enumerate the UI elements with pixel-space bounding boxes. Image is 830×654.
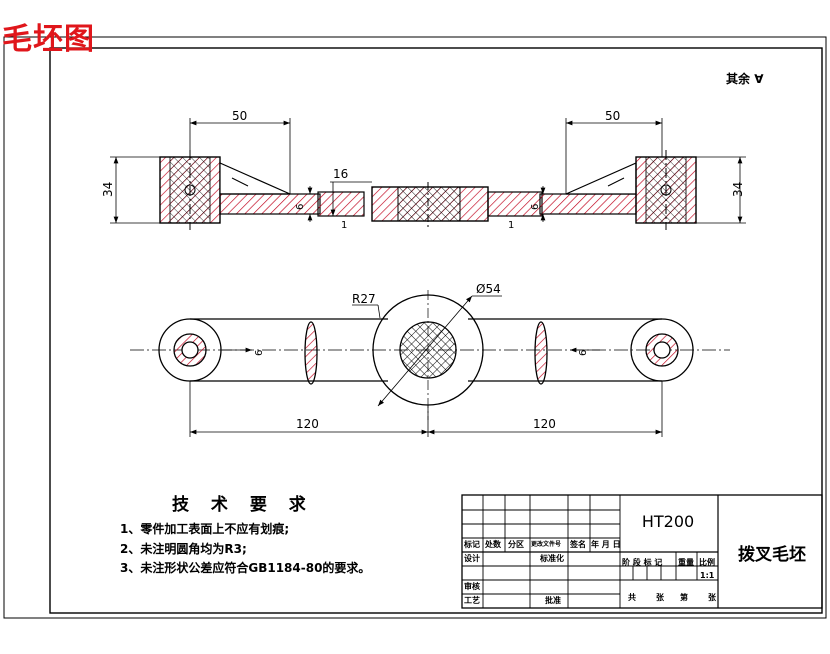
roughness-symbol-icon: ∀ <box>754 72 764 86</box>
tech-requirements-heading: 技 术 要 求 <box>172 495 314 515</box>
dimension-labels: 50 50 34 34 16 6 6 1 1 R27 Ø54 6 6 120 1… <box>101 109 745 431</box>
dim-span-left: 120 <box>296 417 319 431</box>
tb-signature: 签名 <box>570 540 586 549</box>
material-label: HT200 <box>641 512 695 531</box>
section-view <box>159 150 697 230</box>
tb-date: 年 月 日 <box>591 540 621 549</box>
roughness-note-text: 其余 <box>726 72 751 86</box>
right-web-section <box>539 193 637 215</box>
dim-bore-diameter: Ø54 <box>476 282 501 296</box>
tb-stage-mark: 阶 段 标 记 <box>622 558 663 567</box>
tb-zone: 分区 <box>508 540 524 549</box>
section-dimensions <box>110 118 746 224</box>
dim-left-width: 50 <box>232 109 247 123</box>
dim-hub-thickness: 16 <box>333 167 348 181</box>
tb-change-doc: 更改文件号 <box>531 541 562 548</box>
tb-approve: 批准 <box>545 596 561 605</box>
dim-left-height: 34 <box>101 182 115 197</box>
tb-count: 处数 <box>485 540 501 549</box>
dim-gap-right: 1 <box>508 220 514 231</box>
tb-ratio: 比例 <box>699 558 715 567</box>
tb-total: 共 <box>628 593 636 602</box>
tb-process: 工艺 <box>464 596 480 605</box>
sheet-inner-border <box>49 47 823 614</box>
plan-dimensions <box>189 295 663 437</box>
tb-weight: 重量 <box>678 558 694 567</box>
roughness-note: 其余 ∀ <box>726 70 764 87</box>
dim-span-right: 120 <box>533 417 556 431</box>
part-name: 拨叉毛坯 <box>738 545 806 565</box>
tb-design: 设计 <box>464 554 480 563</box>
plan-view <box>130 290 730 420</box>
drawing-type-stamp: 毛坯图 <box>2 22 95 57</box>
right-rib <box>565 162 637 195</box>
tb-mark: 标记 <box>464 540 480 549</box>
title-block <box>461 494 823 609</box>
dim-web-left: 6 <box>295 204 306 210</box>
dim-right-width: 50 <box>605 109 620 123</box>
dim-rib-right: 6 <box>578 350 589 356</box>
dim-rib-left: 6 <box>254 350 265 356</box>
tb-nth: 第 <box>680 593 688 602</box>
dim-web-right: 6 <box>530 204 541 210</box>
dim-right-height: 34 <box>731 182 745 197</box>
tb-review: 审核 <box>464 582 480 591</box>
left-rib-section <box>304 321 318 385</box>
right-rib-section <box>534 321 548 385</box>
tb-sheets: 张 <box>656 593 664 602</box>
tb-scale-value: 1:1 <box>700 571 715 580</box>
tech-requirement-item: 1、零件加工表面上不应有划痕; <box>120 522 290 536</box>
center-hub-section <box>317 191 365 217</box>
tb-sheet: 张 <box>708 593 716 602</box>
tech-requirement-item: 3、未注形状公差应符合GB1184-80的要求。 <box>120 561 371 575</box>
sheet-outer-border <box>3 36 827 619</box>
left-rib <box>219 162 291 195</box>
dim-gap-left: 1 <box>341 220 347 231</box>
tb-standardize: 标准化 <box>540 554 564 563</box>
dim-hub-radius: R27 <box>352 292 376 306</box>
tech-requirement-item: 2、未注明圆角均为R3; <box>120 542 247 556</box>
